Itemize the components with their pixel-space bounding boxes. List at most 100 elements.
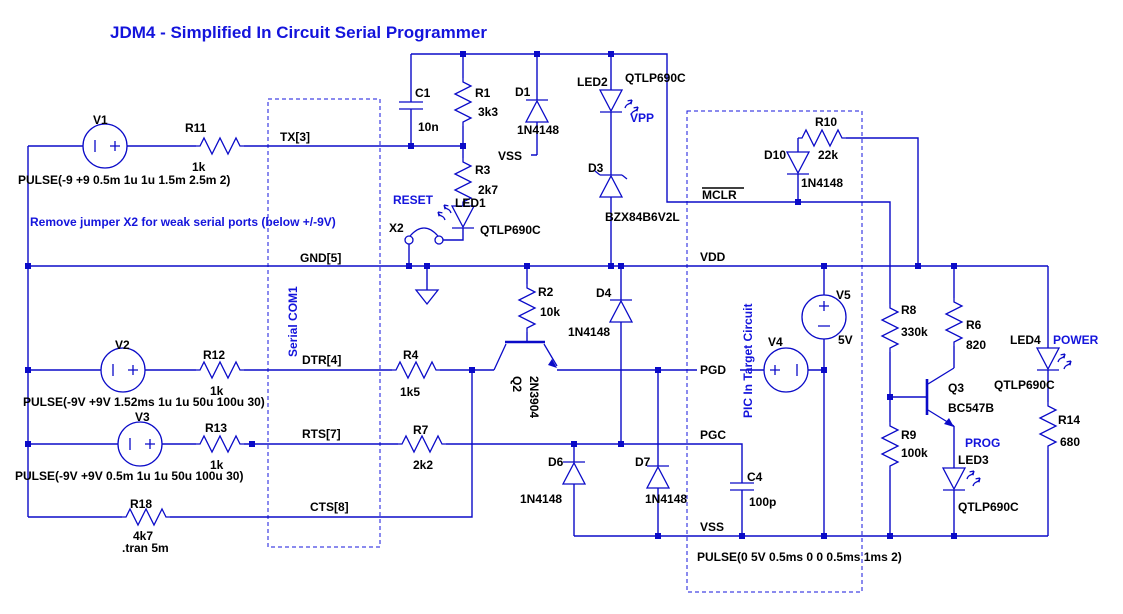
- r4-resistor[interactable]: [391, 361, 441, 379]
- r6-value[interactable]: 820: [966, 338, 986, 352]
- c1-ref[interactable]: C1: [415, 86, 431, 100]
- pic-target-label[interactable]: PIC In Target Circuit: [741, 304, 755, 418]
- r10-resistor[interactable]: [797, 129, 847, 147]
- net-label-pgc[interactable]: PGC: [700, 428, 726, 442]
- v1-pulse-spec[interactable]: PULSE(-9 +9 0.5m 1u 1u 1.5m 2.5m 2): [18, 173, 230, 187]
- serial-com1-label[interactable]: Serial COM1: [286, 286, 300, 357]
- net-label-tx[interactable]: TX[3]: [280, 130, 310, 144]
- d6-value[interactable]: 1N4148: [520, 492, 562, 506]
- symbols[interactable]: [82, 77, 1072, 526]
- led4-ref[interactable]: LED4: [1010, 333, 1041, 347]
- net-label-rts[interactable]: RTS[7]: [302, 427, 341, 441]
- r10-value[interactable]: 22k: [818, 148, 838, 162]
- jumper-note[interactable]: Remove jumper X2 for weak serial ports (…: [30, 215, 336, 229]
- v2-pulse-spec[interactable]: PULSE(-9V +9V 1.52ms 1u 1u 50u 100u 30): [23, 395, 265, 409]
- tran-directive[interactable]: .tran 5m: [122, 541, 169, 555]
- r11-ref[interactable]: R11: [185, 121, 207, 135]
- d4-value[interactable]: 1N4148: [568, 325, 610, 339]
- r6-resistor[interactable]: [945, 297, 963, 347]
- x2-jumper[interactable]: [404, 227, 444, 245]
- r9-value[interactable]: 100k: [901, 446, 928, 460]
- r11-value[interactable]: 1k: [192, 160, 206, 174]
- d1-value[interactable]: 1N4148: [517, 123, 559, 137]
- schematic-title[interactable]: JDM4 - Simplified In Circuit Serial Prog…: [110, 23, 487, 42]
- c1-value[interactable]: 10n: [418, 120, 439, 134]
- r2-value[interactable]: 10k: [540, 305, 560, 319]
- led3-ref[interactable]: LED3: [958, 453, 989, 467]
- d4-ref[interactable]: D4: [596, 286, 612, 300]
- q3-value[interactable]: BC547B: [948, 401, 994, 415]
- q2-transistor[interactable]: [493, 340, 558, 371]
- d10-value[interactable]: 1N4148: [801, 176, 843, 190]
- led3-value[interactable]: QTLP690C: [958, 500, 1019, 514]
- r9-resistor[interactable]: [881, 421, 899, 471]
- net-label-mclr[interactable]: MCLR: [702, 187, 744, 202]
- led3-diode[interactable]: [942, 467, 966, 491]
- r14-value[interactable]: 680: [1060, 435, 1080, 449]
- net-label-cts[interactable]: CTS[8]: [310, 500, 349, 514]
- r13-resistor[interactable]: [195, 435, 245, 453]
- d1-diode[interactable]: [525, 99, 549, 123]
- v4-ref[interactable]: V4: [768, 335, 783, 349]
- x2-ref[interactable]: X2: [389, 221, 404, 235]
- r2-resistor[interactable]: [518, 283, 536, 333]
- wires[interactable]: [27, 53, 1049, 537]
- d3-value[interactable]: BZX84B6V2L: [605, 210, 680, 224]
- v5-value[interactable]: 5V: [838, 333, 853, 347]
- r9-ref[interactable]: R9: [901, 428, 917, 442]
- v1-source[interactable]: [82, 123, 128, 169]
- r3-ref[interactable]: R3: [475, 163, 491, 177]
- r1-value[interactable]: 3k3: [478, 105, 498, 119]
- d6-ref[interactable]: D6: [548, 455, 564, 469]
- v4-pulse-spec[interactable]: PULSE(0 5V 0.5ms 0 0 0.5ms 1ms 2): [697, 550, 902, 564]
- r2-ref[interactable]: R2: [538, 285, 554, 299]
- d7-value[interactable]: 1N4148: [645, 492, 687, 506]
- r10-ref[interactable]: R10: [815, 115, 837, 129]
- d1-ref[interactable]: D1: [515, 85, 531, 99]
- r18-value[interactable]: 4k7: [133, 529, 153, 543]
- r12-ref[interactable]: R12: [203, 348, 225, 362]
- r12-resistor[interactable]: [195, 361, 245, 379]
- r13-ref[interactable]: R13: [205, 421, 227, 435]
- led4-value[interactable]: QTLP690C: [994, 378, 1055, 392]
- v4-source[interactable]: [763, 347, 809, 393]
- r3-value[interactable]: 2k7: [478, 183, 498, 197]
- d7-ref[interactable]: D7: [635, 455, 651, 469]
- net-label-prog[interactable]: PROG: [965, 436, 1000, 450]
- led2-diode[interactable]: [599, 89, 623, 113]
- r8-value[interactable]: 330k: [901, 325, 928, 339]
- v2-source[interactable]: [100, 347, 146, 393]
- r12-value[interactable]: 1k: [210, 384, 224, 398]
- r14-resistor[interactable]: [1039, 401, 1057, 451]
- d6-diode[interactable]: [562, 461, 586, 485]
- v3-ref[interactable]: V3: [135, 410, 150, 424]
- net-label-vss-bottom[interactable]: VSS: [700, 520, 724, 534]
- d3-ref[interactable]: D3: [588, 161, 604, 175]
- net-label-power[interactable]: POWER: [1053, 333, 1099, 347]
- v1-ref[interactable]: V1: [93, 113, 108, 127]
- net-label-dtr[interactable]: DTR[4]: [302, 353, 341, 367]
- q2-value[interactable]: 2N3904: [527, 376, 541, 418]
- r13-value[interactable]: 1k: [210, 458, 224, 472]
- q2-ref[interactable]: Q2: [510, 376, 524, 392]
- led1-value[interactable]: QTLP690C: [480, 223, 541, 237]
- net-label-pgd[interactable]: PGD: [700, 363, 726, 377]
- net-label-reset[interactable]: RESET: [393, 193, 434, 207]
- r1-resistor[interactable]: [454, 77, 472, 127]
- svg-text:MCLR[interactable]: MCLR: [702, 188, 737, 202]
- c4-capacitor[interactable]: [729, 482, 755, 491]
- r7-ref[interactable]: R7: [413, 423, 429, 437]
- d4-diode[interactable]: [609, 299, 633, 323]
- net-label-vss-top[interactable]: VSS: [498, 149, 522, 163]
- led2-value[interactable]: QTLP690C: [625, 71, 686, 85]
- r1-ref[interactable]: R1: [475, 86, 491, 100]
- r6-ref[interactable]: R6: [966, 318, 982, 332]
- r7-resistor[interactable]: [397, 435, 447, 453]
- v5-source[interactable]: [801, 294, 847, 340]
- d10-ref[interactable]: D10: [764, 148, 786, 162]
- led4-diode[interactable]: [1036, 347, 1060, 371]
- d10-diode[interactable]: [786, 151, 810, 175]
- led1-ref[interactable]: LED1: [455, 196, 486, 210]
- v5-ref[interactable]: V5: [836, 288, 851, 302]
